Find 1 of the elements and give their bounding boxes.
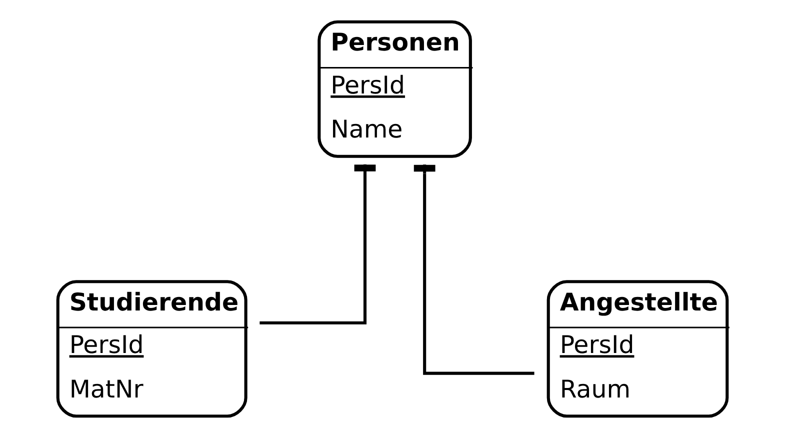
- connector: [260, 164, 376, 324]
